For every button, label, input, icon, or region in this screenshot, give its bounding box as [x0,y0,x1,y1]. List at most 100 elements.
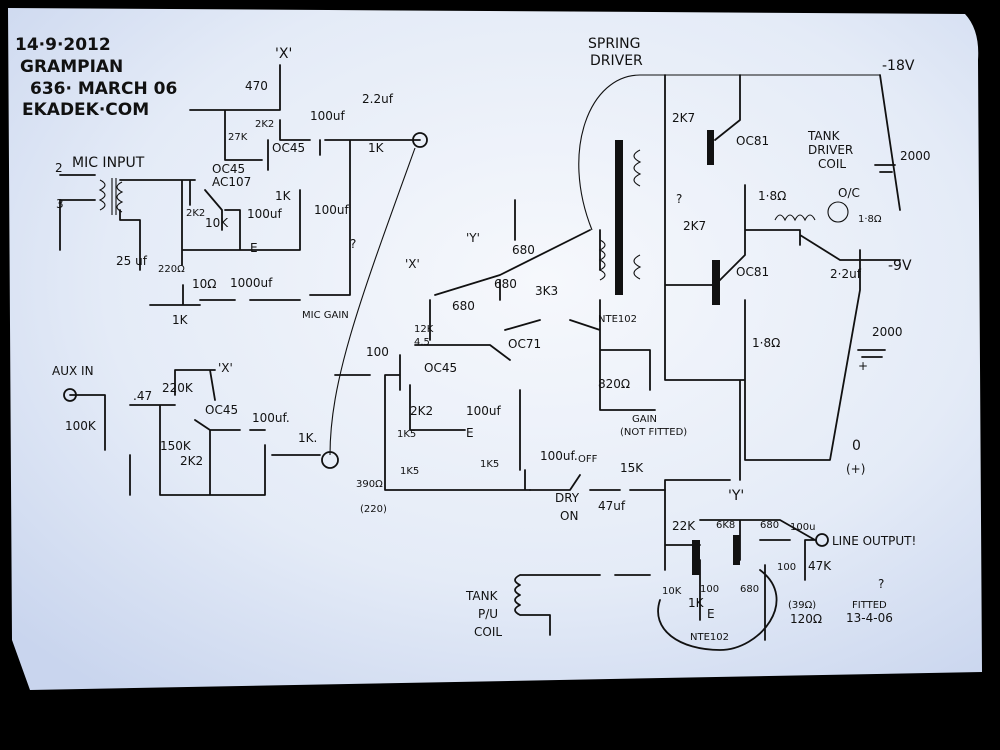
label: 'X' [405,257,420,271]
label: AC107 [212,175,251,189]
label: 680 [512,243,535,257]
label: NTE102 [690,632,729,643]
label: OC45 [212,162,245,176]
label: 680 [452,299,475,313]
label: E [707,607,715,621]
label: ? [878,577,884,591]
model-text: 636· MARCH 06 [30,79,177,99]
label: P/U [478,607,498,621]
label: (+) [846,462,865,476]
label: (220) [360,504,387,515]
label: 100uf [466,404,502,418]
label: 4.5 [414,337,430,348]
label: 1K [275,189,292,203]
label: 47uf [598,499,626,513]
label: 1K [368,141,385,155]
label: 1K. [298,431,317,445]
label: O/C [838,186,860,200]
wiring [59,64,901,651]
label: 10K [662,586,682,597]
oc81-lower-transistor [712,260,720,305]
line-output-label: LINE OUTPUT! [832,534,916,548]
label: 1K5 [480,459,499,470]
label: 2K2 [410,404,433,418]
mic-input-label: MIC INPUT [72,155,145,171]
label: DRIVER [808,143,853,157]
label: 27K [228,132,248,143]
aux-in-label: AUX IN [52,364,94,378]
label: 25 uf [116,254,148,268]
label: 'X' [218,361,233,375]
title-text: GRAMPIAN [20,57,123,77]
label: 0 [852,438,861,454]
aux-in-jack-icon [63,388,77,402]
label: 2000 [900,149,931,163]
label: 15K [620,461,644,475]
label: 1K5 [400,466,419,477]
label: 220Ω [158,264,185,275]
label: 120Ω [790,612,822,626]
label: 3 [56,197,64,211]
reverb-mixer-section: 'X' 'Y' 680 680 680 3K3 12K 4.5 100 OC45… [356,231,687,523]
label: 2K7 [683,219,706,233]
aux-input-section: AUX IN 'X' .47 220K OC45 100K 150K 2K2 1… [52,361,317,468]
label: 2K2 [255,119,274,130]
label: OC45 [424,361,457,375]
aux-output-jack-icon [321,451,339,469]
oc81-upper-transistor [707,130,714,165]
label: 100u [790,522,815,533]
label: 1·8Ω [858,214,882,225]
label: OC71 [508,337,541,351]
label: 2·2uf [830,267,862,281]
label: 820Ω [598,377,630,391]
label: 1K [172,313,189,327]
label: 680 [740,584,759,595]
label: 100uf. [540,449,578,463]
label: 'Y' [466,231,480,245]
label: 2000 [872,325,903,339]
label: OFF [578,454,598,465]
label: 100uf. [252,411,290,425]
label: 680 [760,520,779,531]
label: 150K [160,439,192,453]
label: OC81 [736,265,769,279]
date-text: 14·9·2012 [15,35,111,55]
label: 2K2 [186,208,205,219]
label: 1·8Ω [758,189,786,203]
label: OC45 [205,403,238,417]
label: 10Ω [192,277,216,291]
label: 2K2 [180,454,203,468]
label: 47K [808,559,832,573]
label: 3K3 [535,284,558,298]
label: 1K [688,596,705,610]
label: 2.2uf [362,92,394,106]
label: 100uf [310,109,346,123]
label: 1K5 [397,429,416,440]
label: 100 [366,345,389,359]
label: 'X' [275,46,292,62]
label: .47 [133,389,152,403]
label: (NOT FITTED) [620,427,687,438]
label: 680 [494,277,517,291]
label: FITTED [852,600,887,611]
label: GAIN [632,414,657,425]
tank-pickup-label: TANK [465,589,499,603]
spring-driver-section: SPRING DRIVER -18V 2K7 OC81 TANK DRIVER … [588,36,931,476]
recovery-output-section: 'Y' 22K 6K8 680 100u LINE OUTPUT! 47K 10… [465,488,916,643]
label: 'Y' [728,488,744,504]
label: 6K8 [716,520,735,531]
label: ON [560,509,578,523]
label: (39Ω) [788,600,816,611]
header-notes: 14·9·2012 GRAMPIAN 636· MARCH 06 EKADEK·… [15,35,177,120]
label: DRIVER [590,53,643,69]
mic-output-jack-icon [412,132,428,148]
label: COIL [818,157,846,171]
label: -9V [888,258,912,274]
line-output-jack-icon [815,533,829,547]
label: 100 [700,584,719,595]
label: 100 [777,562,796,573]
label: OC81 [736,134,769,148]
label: 1·8Ω [752,336,780,350]
label: -18V [882,58,915,74]
spring-driver-title: SPRING [588,36,641,52]
